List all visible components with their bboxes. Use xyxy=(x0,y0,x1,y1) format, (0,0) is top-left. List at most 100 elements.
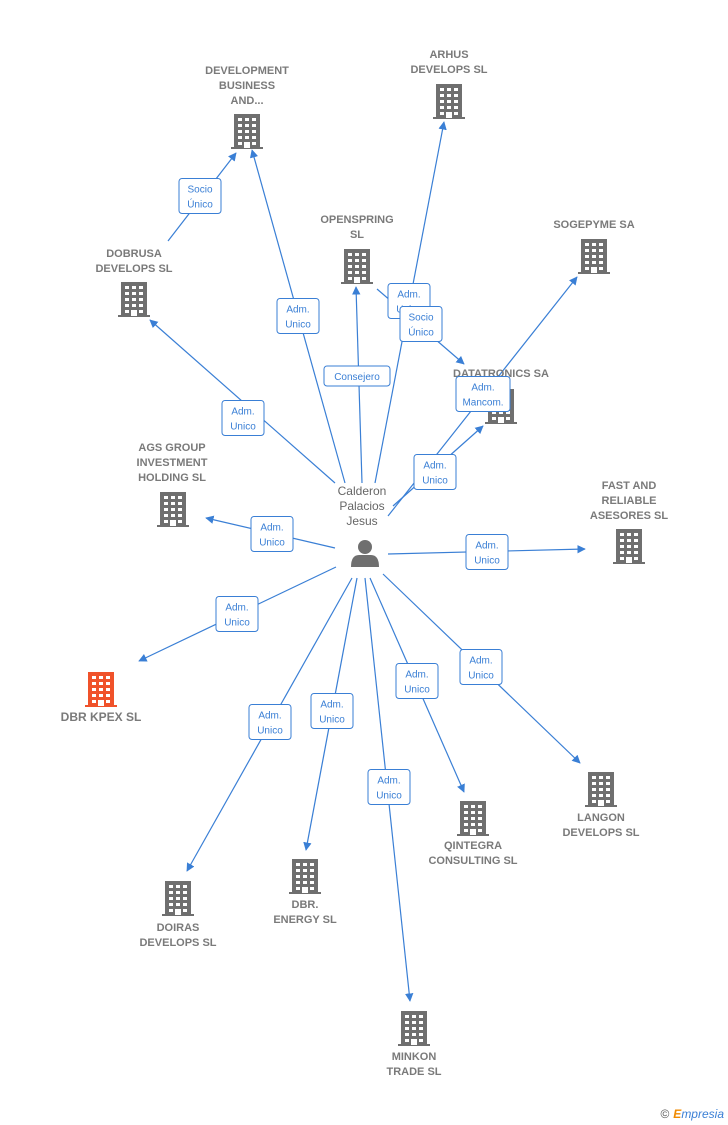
edge-label-text: Unico xyxy=(224,618,250,629)
edge-label-doiras-develops[interactable]: Adm. Unico xyxy=(248,704,292,740)
edge-label-text: Adm. xyxy=(471,383,494,394)
company-name: FAST AND xyxy=(602,480,657,492)
brand-initial: E xyxy=(673,1107,682,1121)
edge-label-text: Mancom. xyxy=(462,398,503,409)
edge-label-fast-reliable[interactable]: Adm. Unico xyxy=(465,534,509,570)
edge-label-box xyxy=(221,400,265,436)
empresia-brand[interactable]: ©Empresia xyxy=(660,1107,724,1121)
person-name: Calderon xyxy=(338,484,387,498)
edge-label-text: Socio xyxy=(187,185,212,196)
edge-label-box xyxy=(395,663,439,699)
building-icon xyxy=(585,772,617,807)
company-name: DEVELOPS SL xyxy=(95,263,172,275)
edge-label-text: Adm. xyxy=(469,656,492,667)
company-name: DEVELOPS SL xyxy=(410,64,487,76)
building-icon xyxy=(433,84,465,119)
building-icon xyxy=(85,672,117,707)
edge-label-text: Adm. xyxy=(225,603,248,614)
edge-label-minkon-trade[interactable]: Adm.Unico xyxy=(367,769,411,805)
edge-label-dbr-kpex[interactable]: Adm. Unico xyxy=(215,596,259,632)
company-node-sogepyme[interactable]: SOGEPYME SA xyxy=(553,219,635,274)
company-node-arhus-develops[interactable]: ARHUS DEVELOPS SL xyxy=(410,49,488,119)
company-name: LANGON xyxy=(577,812,625,824)
brand-name-rest: mpresia xyxy=(681,1107,724,1121)
edge-label-box xyxy=(215,596,259,632)
edge-label-text: Adm. xyxy=(258,711,281,722)
edge-label-box xyxy=(399,306,443,342)
building-icon xyxy=(578,239,610,274)
edge-label-text: Adm. xyxy=(286,305,309,316)
edge-label-ags-group[interactable]: Adm. Unico xyxy=(250,516,294,552)
edge-label-text: Adm. xyxy=(405,670,428,681)
edge-label-text: Unico xyxy=(285,320,311,331)
edge-label-box xyxy=(310,693,354,729)
company-node-dbr-kpex[interactable]: DBR KPEX SL xyxy=(61,672,142,724)
company-name: OPENSPRING xyxy=(320,214,393,226)
edge-label-box xyxy=(367,769,411,805)
company-name: RELIABLE xyxy=(602,495,657,507)
edge-label-text: Unico xyxy=(230,422,256,433)
company-name: DBR. xyxy=(292,899,319,911)
company-name: AGS GROUP xyxy=(138,442,205,454)
building-icon xyxy=(289,859,321,894)
edge-label-openspring[interactable]: Consejero xyxy=(323,365,391,387)
edge-label-text: Adm. xyxy=(397,290,420,301)
company-name: ARHUS xyxy=(429,49,468,61)
edge-label-box xyxy=(250,516,294,552)
company-name: DEVELOPS SL xyxy=(139,937,216,949)
edge-label-text: Unico xyxy=(259,538,285,549)
company-name: CONSULTING SL xyxy=(428,855,517,867)
person-name: Jesus xyxy=(346,514,377,528)
company-name: MINKON xyxy=(392,1051,437,1063)
company-node-dbr-energy[interactable]: DBR.ENERGY SL xyxy=(273,859,337,926)
building-icon xyxy=(231,114,263,149)
company-name: AND... xyxy=(231,95,264,107)
edge-label-text: Unico xyxy=(468,671,494,682)
edge-label-text: Unico xyxy=(422,476,448,487)
edge-label-box xyxy=(248,704,292,740)
edge-label-text: Adm. xyxy=(475,541,498,552)
edge-label-text: Único xyxy=(187,198,213,211)
edge-label-text: Unico xyxy=(319,715,345,726)
edge-label-development-business[interactable]: Adm. Unico xyxy=(276,298,320,334)
edge-label-langon-develops[interactable]: Adm. Unico xyxy=(459,649,503,685)
edge-label-box xyxy=(178,178,222,214)
edge-label-datatronics[interactable]: Adm.Unico xyxy=(413,454,457,490)
edge-label-sogepyme[interactable]: Adm. Mancom. xyxy=(455,376,511,412)
edge-label-text: Unico xyxy=(404,685,430,696)
edge-label-qintegra-consulting[interactable]: Adm. Unico xyxy=(395,663,439,699)
edge-label-box xyxy=(459,649,503,685)
edge-label-text: Unico xyxy=(474,556,500,567)
edge-label-dbr-energy[interactable]: Adm. Unico xyxy=(310,693,354,729)
building-icon xyxy=(118,282,150,317)
edge-label-text: Socio xyxy=(408,313,433,324)
person-icon xyxy=(351,540,379,567)
edge-label-text: Adm. xyxy=(377,776,400,787)
edge-label-box xyxy=(465,534,509,570)
edge-label-text: Consejero xyxy=(334,372,380,383)
edge-label-box xyxy=(323,365,391,387)
building-icon xyxy=(613,529,645,564)
copyright-icon: © xyxy=(660,1107,670,1121)
building-icon xyxy=(157,492,189,527)
edge-label-text: Adm. xyxy=(260,523,283,534)
company-node-development-business[interactable]: DEVELOPMENTBUSINESSAND... xyxy=(205,65,289,149)
edge-label-text: Adm. xyxy=(320,700,343,711)
edge-label-text: Unico xyxy=(257,726,283,737)
company-name: INVESTMENT xyxy=(137,457,208,469)
building-icon xyxy=(341,249,373,284)
edge-label-dobrusa-develops[interactable]: Adm.Unico xyxy=(221,400,265,436)
edge-label-text: Único xyxy=(408,326,434,339)
